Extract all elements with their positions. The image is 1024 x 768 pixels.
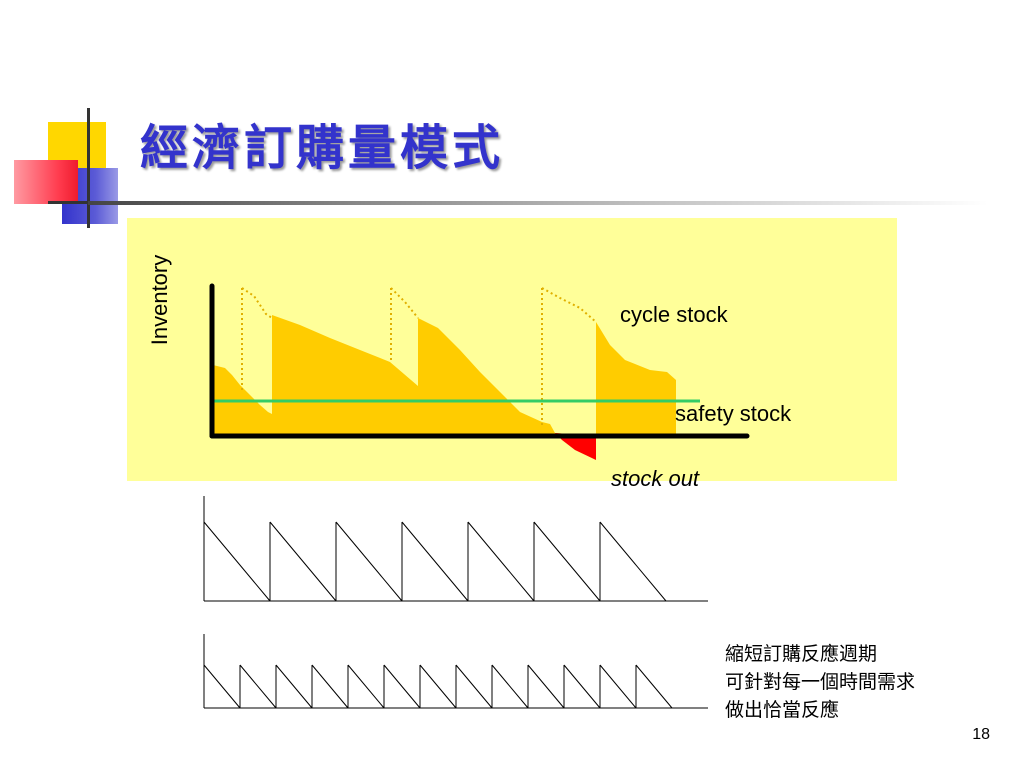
sawtooth-long-decline — [401, 521, 469, 602]
sawtooth-long-decline — [269, 521, 337, 602]
sawtooth-short-decline — [383, 664, 421, 709]
sawtooth-long-decline — [599, 521, 667, 602]
logo-red-square — [14, 160, 78, 204]
sawtooth-long-decline — [335, 521, 403, 602]
sawtooth-short-decline — [239, 664, 277, 709]
sawtooth-short-decline — [203, 664, 241, 709]
logo-vertical-line — [87, 108, 90, 228]
stock-out-area — [555, 433, 596, 460]
note-line: 做出恰當反應 — [725, 699, 840, 721]
sawtooth-short-decline — [455, 664, 493, 709]
safety-stock-label: safety stock — [675, 401, 792, 426]
page-number: 18 — [972, 726, 990, 743]
cycle-stock-label: cycle stock — [620, 302, 728, 327]
cycle-stock-area — [213, 315, 676, 436]
sawtooth-short-decline — [275, 664, 313, 709]
sawtooth-long-decline — [467, 521, 535, 602]
title-underline — [88, 201, 988, 205]
stock-out-label: stock out — [611, 466, 700, 491]
slide-title: 經濟訂購量模式 — [140, 120, 505, 176]
note-line: 縮短訂購反應週期 — [725, 643, 878, 665]
sawtooth-short-decline — [599, 664, 637, 709]
note-line: 可針對每一個時間需求 — [725, 671, 916, 693]
sawtooth-long-decline — [533, 521, 601, 602]
sawtooth-long-decline — [203, 521, 271, 602]
sawtooth-short-decline — [419, 664, 457, 709]
sawtooth-short-decline — [491, 664, 529, 709]
sawtooth-short-decline — [635, 664, 673, 709]
replenishment-dotted-lines — [241, 287, 597, 426]
sawtooth-short-decline — [311, 664, 349, 709]
sawtooth-short-decline — [347, 664, 385, 709]
note-text: 縮短訂購反應週期 可針對每一個時間需求 做出恰當反應 — [725, 640, 915, 724]
sawtooth-short-decline — [563, 664, 601, 709]
sawtooth-short-decline — [527, 664, 565, 709]
